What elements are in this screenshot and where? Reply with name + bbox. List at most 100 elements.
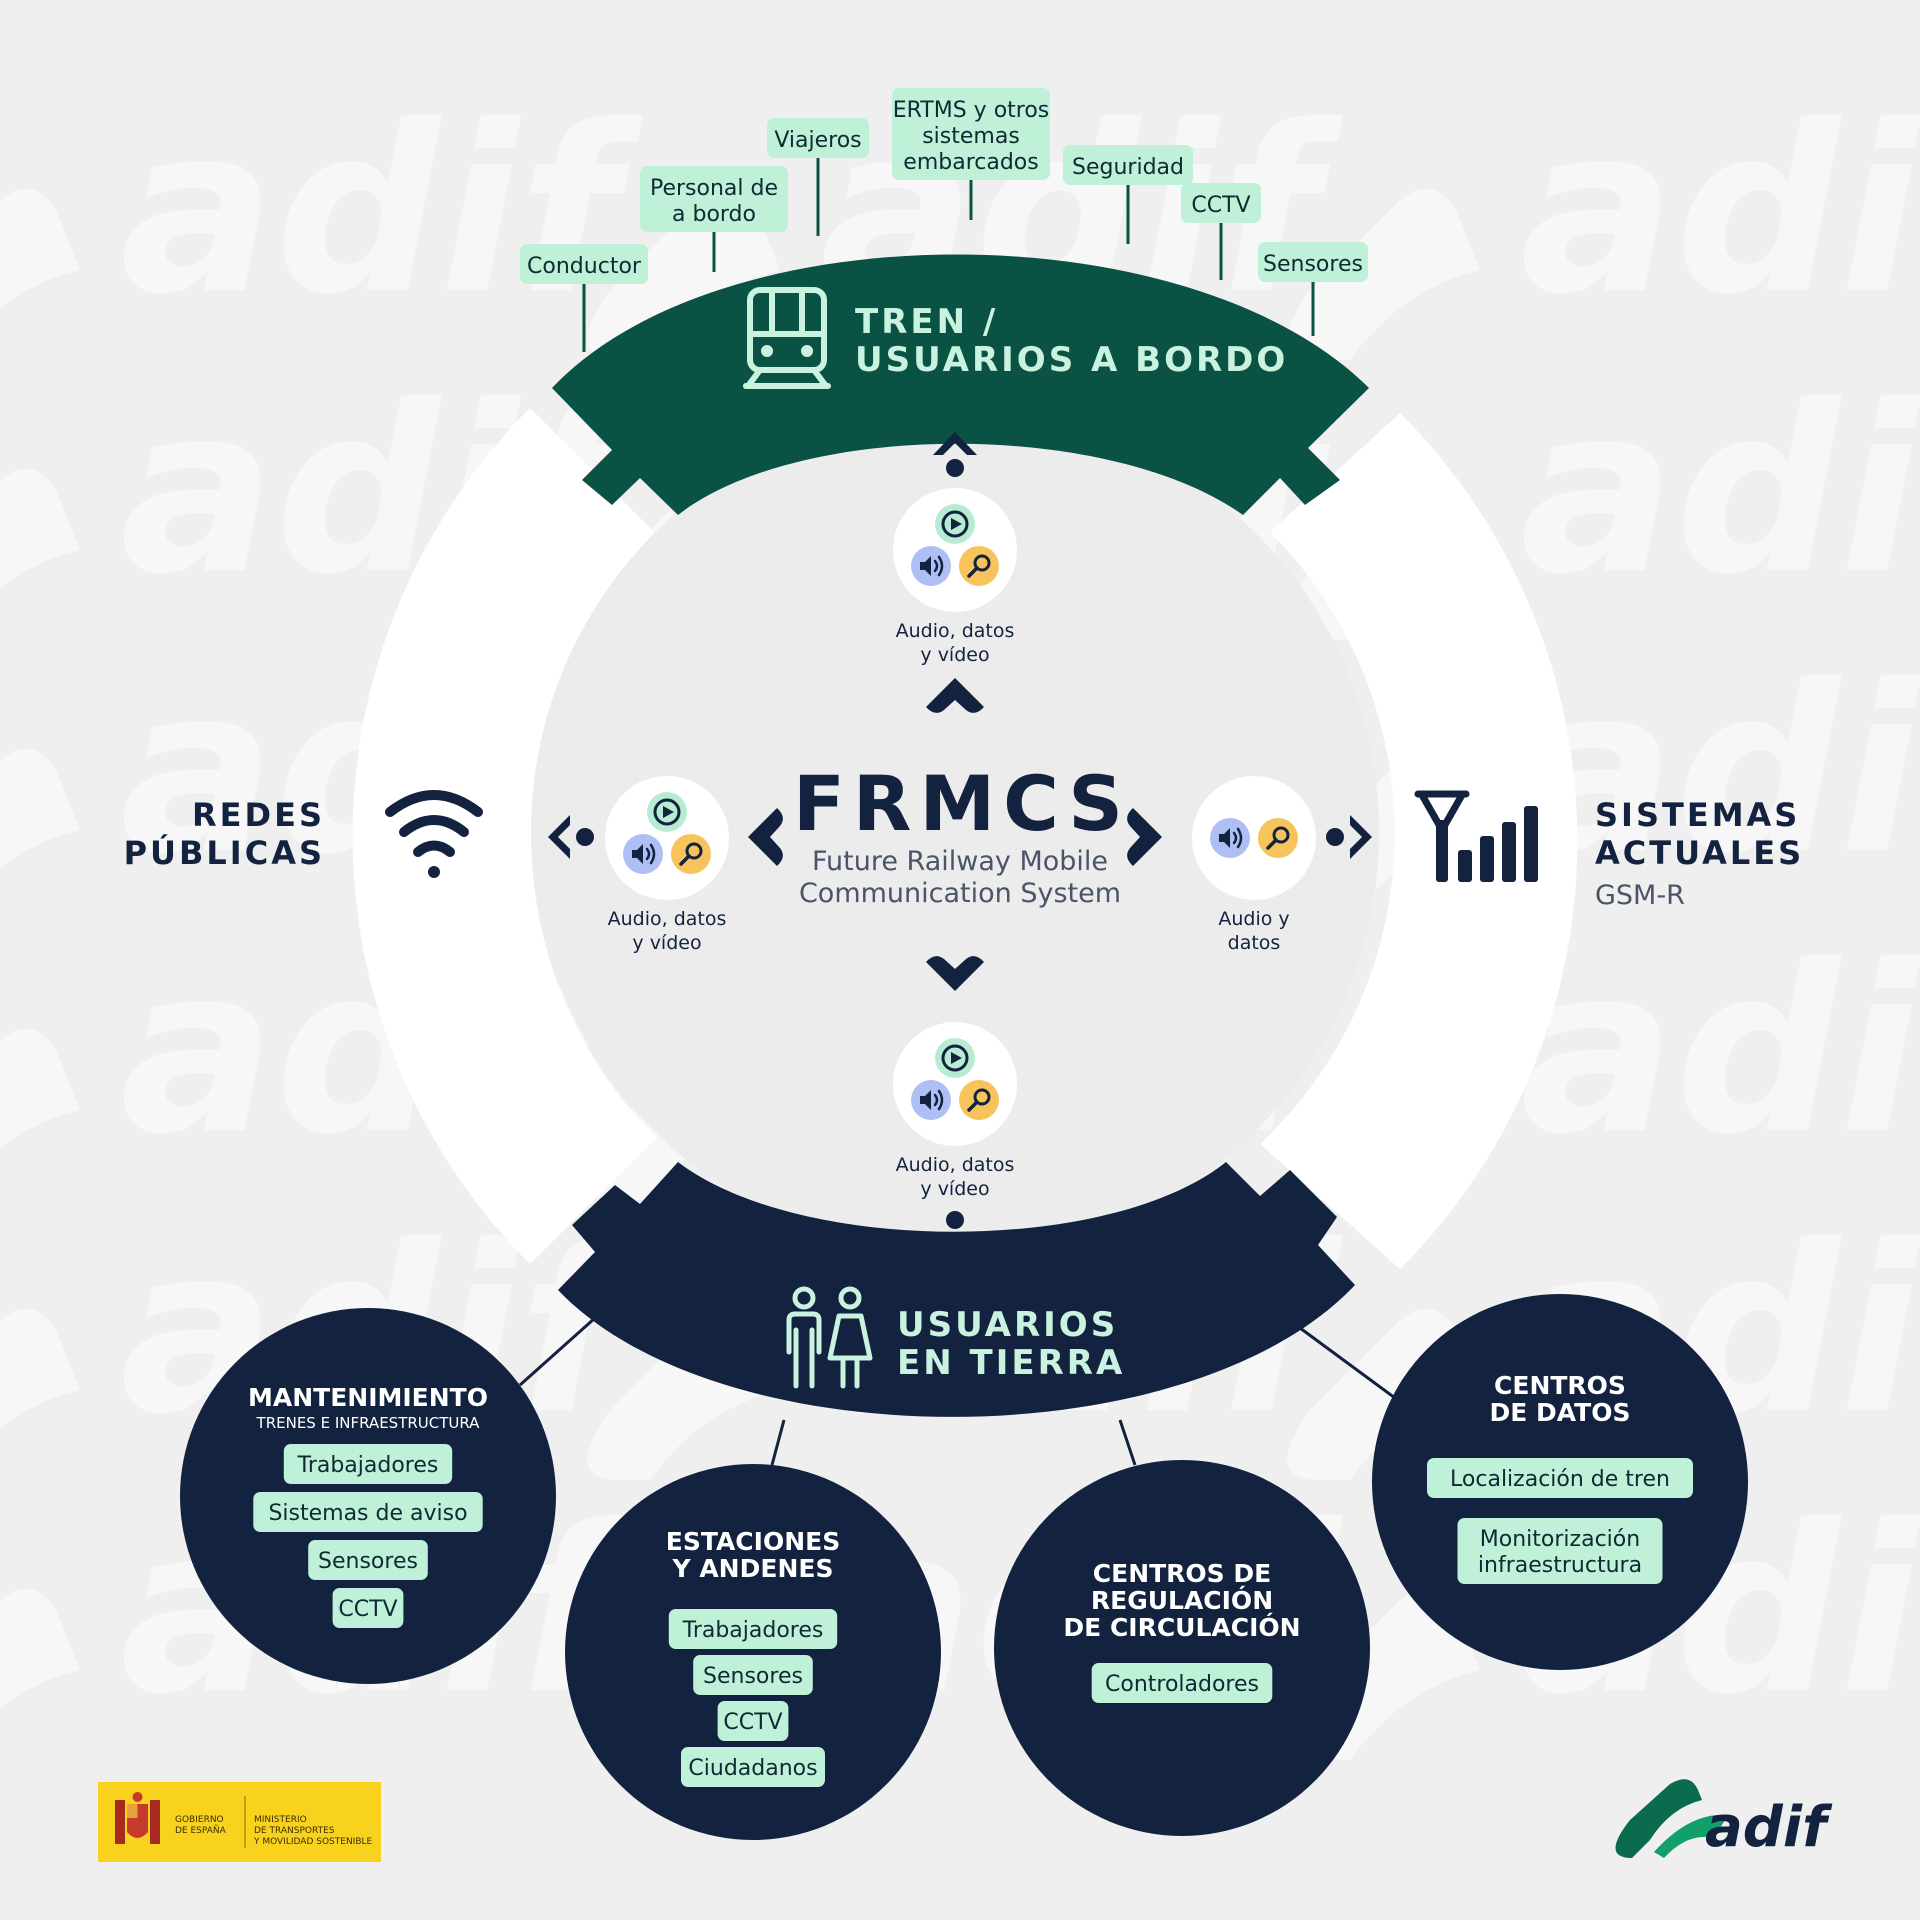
arrow-right-outer-icon xyxy=(1350,815,1372,859)
train-title-line2: USUARIOS A BORDO xyxy=(855,340,1288,380)
public-networks-line1: REDES xyxy=(192,796,325,834)
ground-tag-label: Localización de tren xyxy=(1450,1467,1670,1492)
frmcs-title: FRMCS xyxy=(793,759,1131,848)
train-band-shape xyxy=(552,254,1369,515)
speaker-icon xyxy=(632,844,643,864)
watermark-mark-icon xyxy=(0,468,80,589)
train-tag-pill xyxy=(892,88,1050,180)
watermark-text: adif xyxy=(120,78,644,345)
ground-tag-label: Sensores xyxy=(703,1664,803,1689)
ministry-line3: Y MOVILIDAD SOSTENIBLE xyxy=(253,1837,373,1847)
watermark-text: adif xyxy=(1520,638,1920,905)
arrow-right-center-icon xyxy=(1127,808,1162,866)
data-icon-bg xyxy=(1258,818,1298,858)
ground-group-title: DE DATOS xyxy=(1489,1398,1630,1427)
ground-tag-label: CCTV xyxy=(338,1597,397,1622)
train-tag-label: Seguridad xyxy=(1072,155,1184,180)
sound-wave-icon xyxy=(645,847,651,861)
ground-group-title: DE CIRCULACIÓN xyxy=(1063,1612,1300,1642)
ground-tag-label: CCTV xyxy=(723,1710,782,1735)
media-bubble-label-line1: Audio, datos xyxy=(896,1154,1015,1176)
current-systems: SISTEMAS ACTUALES GSM-R xyxy=(1414,790,1801,911)
ground-tag-pill xyxy=(253,1492,483,1532)
train-tag-pill xyxy=(640,166,788,232)
ground-group-title: CENTROS DE xyxy=(1093,1559,1271,1588)
ministry-line1: MINISTERIO xyxy=(254,1815,307,1825)
adif-logo: adif xyxy=(1615,1779,1833,1860)
flow-arrows xyxy=(548,432,1372,1256)
current-systems-line1: SISTEMAS xyxy=(1595,796,1800,834)
government-line2: DE ESPAÑA xyxy=(175,1825,227,1836)
ground-tag-pill xyxy=(681,1747,825,1787)
ground-connectors xyxy=(519,1316,1396,1466)
ground-group-title: CENTROS xyxy=(1494,1371,1626,1400)
ground-band-shape xyxy=(558,1162,1355,1417)
ground-group-subtitle: TRENES E INFRAESTRUCTURA xyxy=(256,1414,481,1432)
sound-wave-icon xyxy=(933,559,939,573)
arrow-right-outer-dot-icon xyxy=(1326,828,1344,846)
ground-tag-pill xyxy=(1427,1458,1693,1498)
ground-title-line2: EN TIERRA xyxy=(897,1343,1125,1383)
ground-tag-pill xyxy=(693,1655,813,1695)
train-tag-pill xyxy=(1181,183,1261,223)
watermark-mark-icon xyxy=(0,1588,80,1709)
arrow-up-top-dot-icon xyxy=(946,459,964,477)
sound-wave-icon xyxy=(1232,831,1238,845)
coat-of-arms-icon xyxy=(115,1792,160,1844)
ground-tag-pill xyxy=(717,1701,789,1741)
outer-ring xyxy=(352,408,1578,1269)
speaker-icon xyxy=(920,556,931,576)
magnifier-icon xyxy=(973,554,991,572)
play-icon xyxy=(941,1044,969,1072)
ground-tag-label: infraestructura xyxy=(1478,1553,1642,1578)
ground-group-circle xyxy=(565,1464,941,1840)
train-tag-label: Sensores xyxy=(1263,252,1363,277)
arrow-left-outer-icon xyxy=(548,815,570,859)
play-icon xyxy=(941,510,969,538)
ground-header: USUARIOS EN TIERRA xyxy=(786,1286,1125,1389)
media-bubble-label-line2: datos xyxy=(1228,932,1281,954)
ground-tag-pill xyxy=(668,1609,838,1649)
train-tag-label: sistemas xyxy=(922,124,1020,149)
train-tag: Conductor xyxy=(520,244,648,352)
ground-tag-pill xyxy=(1091,1663,1273,1703)
train-tag-label: Conductor xyxy=(527,254,642,279)
watermark-text: adif xyxy=(1520,358,1920,625)
train-tag: Seguridad xyxy=(1063,145,1193,244)
watermark-mark-icon xyxy=(0,188,80,309)
train-tag-label: Personal de xyxy=(650,176,778,201)
play-triangle-icon xyxy=(663,806,674,818)
watermark-mark-icon xyxy=(0,748,80,869)
magnifier-handle-icon xyxy=(679,854,691,866)
ground-tag-pill xyxy=(1457,1518,1663,1584)
government-line1: GOBIERNO xyxy=(175,1815,224,1825)
train-tag-pill xyxy=(1063,145,1193,185)
people-icon xyxy=(786,1286,873,1389)
speaker-icon xyxy=(1219,828,1230,848)
train-tag-pill xyxy=(1258,242,1368,282)
ground-tag-label: Sensores xyxy=(318,1549,418,1574)
magnifier-icon xyxy=(685,842,703,860)
play-triangle-icon xyxy=(951,1052,962,1064)
watermark-mark-icon xyxy=(1287,188,1480,360)
media-bubble-label-line2: y vídeo xyxy=(632,932,701,954)
ground-tag-label: Trabajadores xyxy=(297,1453,439,1478)
play-triangle-icon xyxy=(951,518,962,530)
train-tag-label: Viajeros xyxy=(774,128,861,153)
wifi-icon xyxy=(385,790,483,878)
ground-tag-pill xyxy=(283,1444,453,1484)
adif-mark-icon xyxy=(1615,1779,1728,1858)
arrow-left-center-icon xyxy=(748,808,783,866)
sound-wave-icon xyxy=(937,555,944,577)
train-tag-label: CCTV xyxy=(1191,193,1250,218)
magnifier-handle-icon xyxy=(967,566,979,578)
ministry-line2: DE TRANSPORTES xyxy=(254,1826,335,1836)
sound-wave-icon xyxy=(1236,827,1243,849)
